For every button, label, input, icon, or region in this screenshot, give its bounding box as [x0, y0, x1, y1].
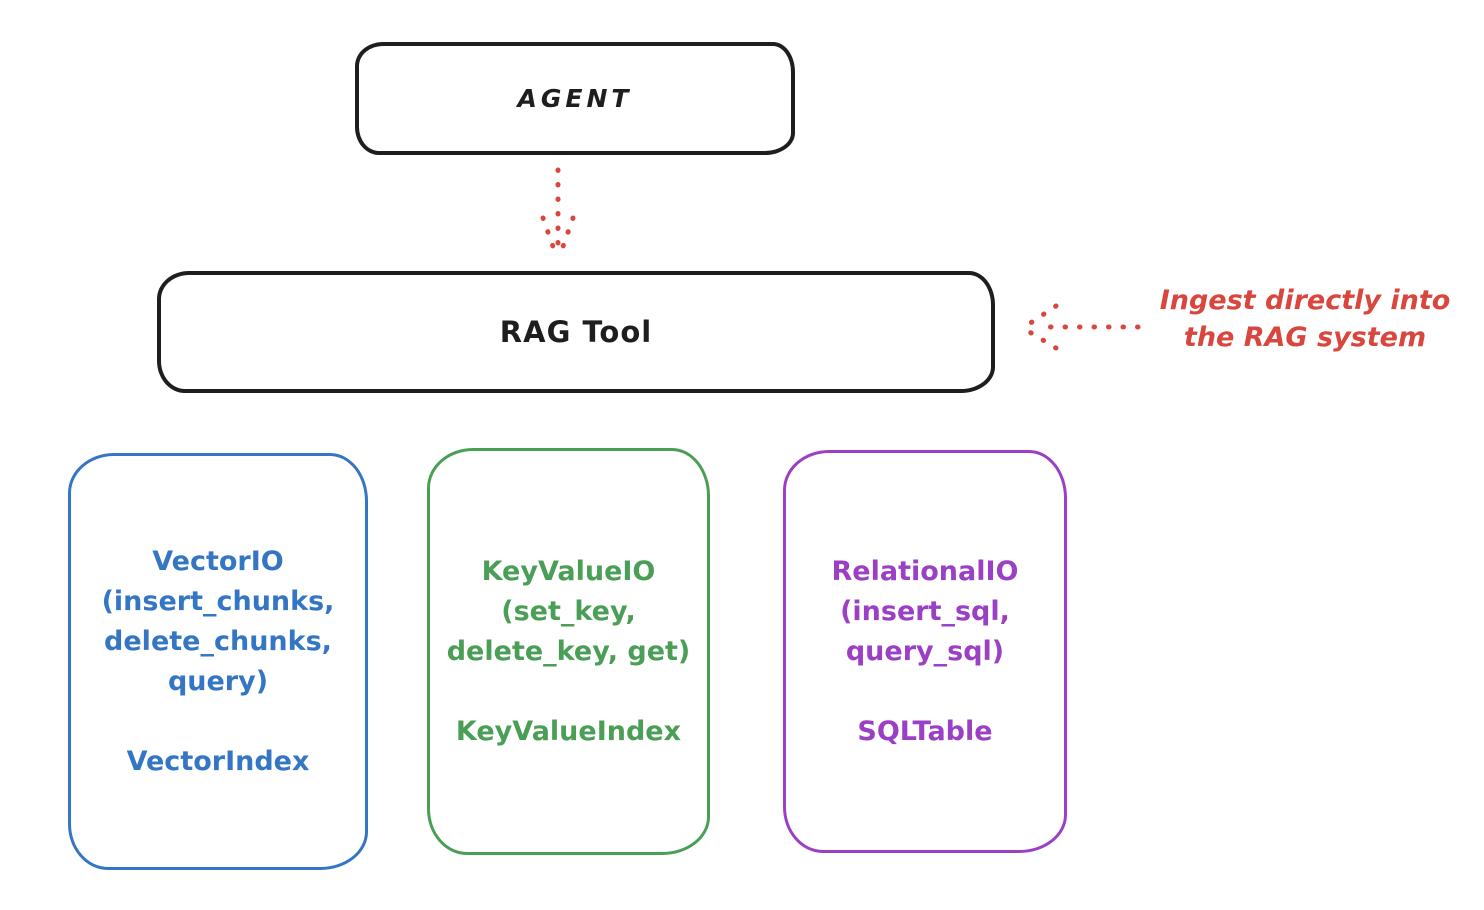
relational-io-box: RelationalIO (insert_sql, query_sql) SQL…: [783, 450, 1067, 853]
ingest-annotation-line2: the RAG system: [1183, 322, 1427, 353]
agent-box: AGENT: [355, 42, 795, 155]
relational-io-text: RelationalIO (insert_sql, query_sql) SQL…: [832, 552, 1019, 752]
rag-tool-label: RAG Tool: [499, 315, 653, 349]
sql-table-label: SQLTable: [857, 715, 993, 747]
vector-io-text: VectorIO (insert_chunks, delete_chunks, …: [102, 542, 335, 782]
keyvalue-io-line: delete_key, get): [446, 635, 691, 667]
ingest-left-arrow-icon: [1020, 303, 1141, 351]
agent-to-ragtool-arrow-icon: [540, 167, 576, 258]
relational-io-line: query_sql): [845, 635, 1005, 667]
agent-label: AGENT: [517, 84, 633, 113]
keyvalue-io-line: KeyValueIO: [481, 555, 656, 587]
ingest-annotation-line1: Ingest directly into: [1159, 285, 1451, 316]
relational-io-line: (insert_sql,: [840, 595, 1010, 627]
vector-io-line: query): [167, 665, 269, 697]
ingest-annotation: Ingest directly into the RAG system: [1135, 282, 1475, 356]
vector-io-box: VectorIO (insert_chunks, delete_chunks, …: [68, 453, 368, 870]
keyvalue-index-label: KeyValueIndex: [455, 715, 682, 747]
vector-io-line: VectorIO: [152, 545, 284, 577]
vector-index-label: VectorIndex: [126, 745, 310, 777]
rag-tool-box: RAG Tool: [157, 271, 995, 393]
keyvalue-io-box: KeyValueIO (set_key, delete_key, get) Ke…: [427, 448, 710, 855]
vector-io-line: delete_chunks,: [104, 625, 332, 657]
vector-io-line: (insert_chunks,: [101, 585, 335, 617]
relational-io-line: RelationalIO: [831, 555, 1019, 587]
keyvalue-io-line: (set_key,: [501, 595, 636, 627]
keyvalue-io-text: KeyValueIO (set_key, delete_key, get) Ke…: [447, 552, 691, 752]
